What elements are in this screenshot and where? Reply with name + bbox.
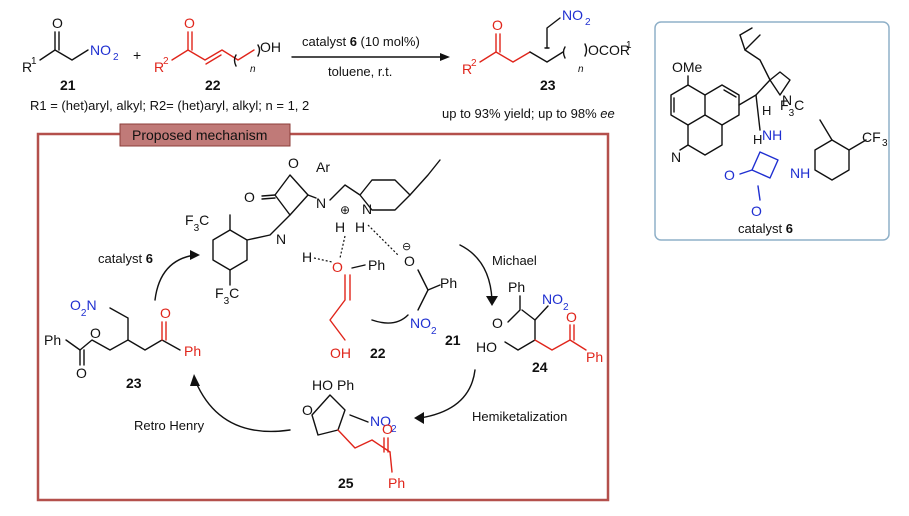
- michael-step: Michael: [492, 253, 537, 268]
- retro-henry-step: Retro Henry: [134, 418, 205, 433]
- hemiketalization-step: Hemiketalization: [472, 409, 567, 424]
- transition-state: O O N Ar N ⊕ H H F3C F3C N H O Ph OH 22 …: [185, 155, 461, 361]
- svg-text:OH: OH: [260, 39, 281, 55]
- catalyst-6-label: catalyst 6: [738, 221, 793, 236]
- svg-text:O: O: [244, 189, 255, 205]
- svg-text:H: H: [335, 219, 345, 235]
- svg-text:NH: NH: [762, 127, 782, 143]
- svg-text:N: N: [362, 201, 372, 217]
- svg-text:⊖: ⊖: [402, 241, 411, 253]
- substrate-scope: R1 = (het)aryl, alkyl; R2= (het)aryl, al…: [30, 98, 309, 113]
- svg-text:N: N: [671, 149, 681, 165]
- compound-22-label: 22: [205, 77, 221, 93]
- svg-text:O: O: [302, 402, 313, 418]
- svg-text:Ph: Ph: [508, 279, 525, 295]
- svg-text:3: 3: [882, 138, 888, 149]
- r2-label: R: [154, 59, 164, 75]
- svg-text:1: 1: [626, 40, 632, 51]
- svg-text:Ph: Ph: [184, 343, 201, 359]
- svg-text:H: H: [753, 132, 762, 147]
- svg-text:NH: NH: [790, 165, 810, 181]
- product-23: O R 2 NO 2 OCOR 1 n 23: [462, 7, 632, 93]
- svg-text:Ph: Ph: [388, 475, 405, 491]
- svg-text:O2N: O2N: [70, 297, 97, 319]
- label-23: 23: [126, 375, 142, 391]
- svg-text:H: H: [762, 103, 771, 118]
- svg-text:HO: HO: [476, 339, 497, 355]
- svg-text:R: R: [462, 61, 472, 77]
- svg-text:O: O: [76, 365, 87, 381]
- svg-text:O: O: [382, 421, 393, 437]
- svg-text:O: O: [492, 17, 503, 33]
- svg-text:n: n: [578, 64, 584, 75]
- svg-text:2: 2: [471, 58, 477, 69]
- svg-text:O: O: [724, 167, 735, 183]
- plus-sign: +: [133, 47, 141, 63]
- label-25: 25: [338, 475, 354, 491]
- svg-text:2: 2: [585, 17, 591, 28]
- catalyst-6-step: catalyst 6: [98, 251, 153, 266]
- svg-text:F3C: F3C: [215, 285, 239, 307]
- compound-23-cycle: Ph O O O2N O Ph 23: [44, 297, 201, 391]
- svg-text:F3C: F3C: [185, 212, 209, 234]
- label-21: 21: [445, 332, 461, 348]
- svg-text:HO: HO: [312, 377, 333, 393]
- conditions-top: catalyst 6 (10 mol%): [302, 34, 420, 49]
- reactant-21: O R 1 NO 2 21: [22, 15, 119, 93]
- label-24: 24: [532, 359, 548, 375]
- svg-text:NO2: NO2: [542, 291, 569, 313]
- svg-text:n: n: [250, 64, 256, 75]
- compound-24: Ph O NO2 HO O Ph 24: [476, 279, 603, 375]
- catalyst-6-box: OMe N N H H NH O O NH F3C CF 3 catalyst …: [654, 21, 890, 241]
- svg-text:O: O: [404, 253, 415, 269]
- svg-text:OMe: OMe: [672, 59, 703, 75]
- svg-text:O: O: [288, 155, 299, 171]
- svg-text:O: O: [52, 15, 63, 31]
- svg-text:O: O: [332, 259, 343, 275]
- compound-25: HO Ph O NO2 O Ph 25: [302, 377, 405, 491]
- cycle-arrows: [154, 244, 498, 433]
- svg-text:CF: CF: [862, 129, 881, 145]
- svg-text:Ph: Ph: [586, 349, 603, 365]
- svg-text:O: O: [160, 305, 171, 321]
- svg-text:H: H: [355, 219, 365, 235]
- svg-text:NO2: NO2: [410, 315, 437, 337]
- svg-text:O: O: [566, 309, 577, 325]
- svg-text:Ph: Ph: [368, 257, 385, 273]
- mechanism-frame: Proposed mechanism: [36, 123, 610, 502]
- compound-21-label: 21: [60, 77, 76, 93]
- mechanism-banner: Proposed mechanism: [132, 127, 267, 143]
- svg-text:1: 1: [31, 56, 37, 67]
- svg-text:NO: NO: [562, 7, 583, 23]
- svg-text:OH: OH: [330, 345, 351, 361]
- svg-text:⊕: ⊕: [340, 203, 350, 217]
- svg-text:OCOR: OCOR: [588, 42, 630, 58]
- svg-text:N: N: [316, 195, 326, 211]
- svg-text:O: O: [184, 15, 195, 31]
- svg-text:N: N: [276, 231, 286, 247]
- conditions-bottom: toluene, r.t.: [328, 64, 392, 79]
- svg-text:F3C: F3C: [780, 97, 804, 119]
- svg-text:O: O: [751, 203, 762, 219]
- r1-label: R: [22, 59, 32, 75]
- svg-text:N: N: [782, 92, 792, 108]
- svg-text:Ph: Ph: [337, 377, 354, 393]
- label-22: 22: [370, 345, 386, 361]
- reaction-arrow: catalyst 6 (10 mol%) toluene, r.t.: [291, 34, 450, 79]
- svg-text:Ar: Ar: [316, 159, 330, 175]
- svg-text:2: 2: [113, 52, 119, 63]
- svg-text:2: 2: [163, 56, 169, 67]
- svg-text:Ph: Ph: [44, 332, 61, 348]
- svg-text:O: O: [492, 315, 503, 331]
- nitro-label: NO: [90, 42, 111, 58]
- svg-text:Ph: Ph: [440, 275, 457, 291]
- reactant-22: O R 2 OH n 22: [154, 15, 281, 93]
- svg-text:H: H: [302, 249, 312, 265]
- compound-23-label: 23: [540, 77, 556, 93]
- svg-text:O: O: [90, 325, 101, 341]
- yield-ee: up to 93% yield; up to 98% ee: [442, 106, 615, 121]
